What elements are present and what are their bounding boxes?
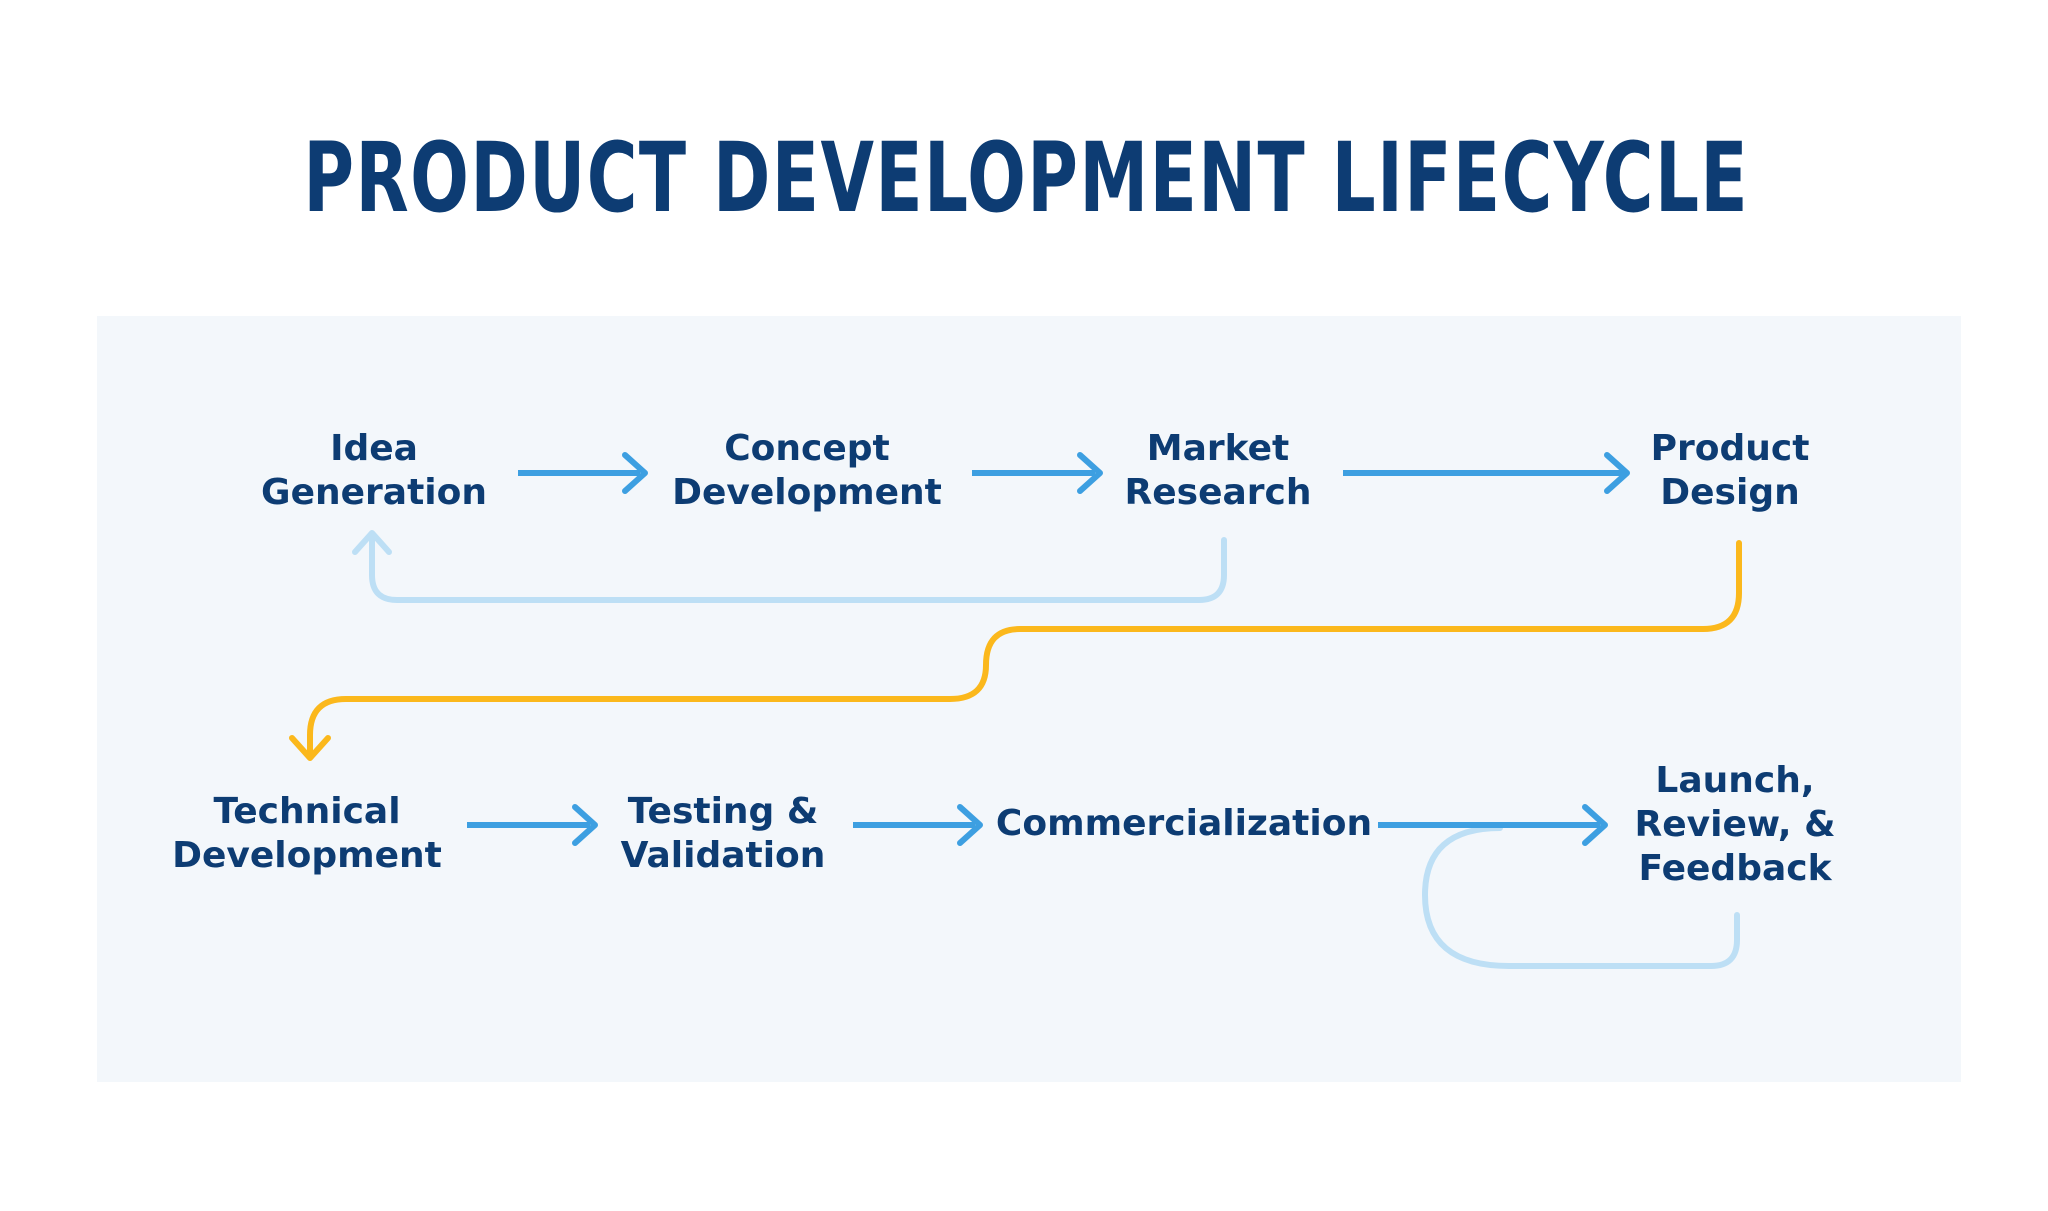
stage-line: Product: [1650, 428, 1810, 469]
feedback-loop-market-to-idea: [352, 530, 1227, 603]
stage-line: Development: [672, 472, 942, 513]
feedback-loop-launch: [1421, 825, 1740, 969]
stage-testing-validation: Testing & Validation: [621, 790, 826, 878]
stage-line: Review, &: [1634, 804, 1836, 845]
stage-line: Testing &: [627, 791, 819, 832]
arrow-testing-to-commercialization: [853, 804, 983, 846]
stage-line: Generation: [261, 472, 487, 513]
stage-line: Development: [172, 835, 442, 876]
stage-line: Market: [1146, 428, 1290, 469]
stage-line: Feedback: [1638, 848, 1832, 889]
stage-commercialization: Commercialization: [996, 802, 1372, 846]
stage-launch-review-feedback: Launch, Review, & Feedback: [1635, 759, 1836, 891]
stage-concept-development: Concept Development: [672, 427, 942, 515]
stage-line: Validation: [620, 835, 826, 876]
page-title: PRODUCT DEVELOPMENT LIFECYCLE: [303, 122, 1750, 234]
stage-line: Commercialization: [995, 803, 1373, 844]
arrow-market-to-product: [1343, 452, 1630, 494]
stage-product-design: Product Design: [1651, 427, 1810, 515]
stage-technical-development: Technical Development: [172, 790, 442, 878]
stage-idea-generation: Idea Generation: [261, 427, 487, 515]
stage-line: Idea: [330, 428, 418, 469]
transition-product-to-technical: [289, 540, 1742, 761]
arrow-concept-to-market: [972, 452, 1103, 494]
stage-line: Launch,: [1655, 760, 1815, 801]
arrow-technical-to-testing: [467, 804, 598, 846]
arrow-commercialization-to-launch: [1378, 804, 1608, 846]
stage-line: Research: [1124, 472, 1312, 513]
stage-line: Technical: [213, 791, 401, 832]
stage-market-research: Market Research: [1125, 427, 1312, 515]
stage-line: Concept: [724, 428, 890, 469]
arrow-idea-to-concept: [518, 452, 648, 494]
stage-line: Design: [1660, 472, 1800, 513]
